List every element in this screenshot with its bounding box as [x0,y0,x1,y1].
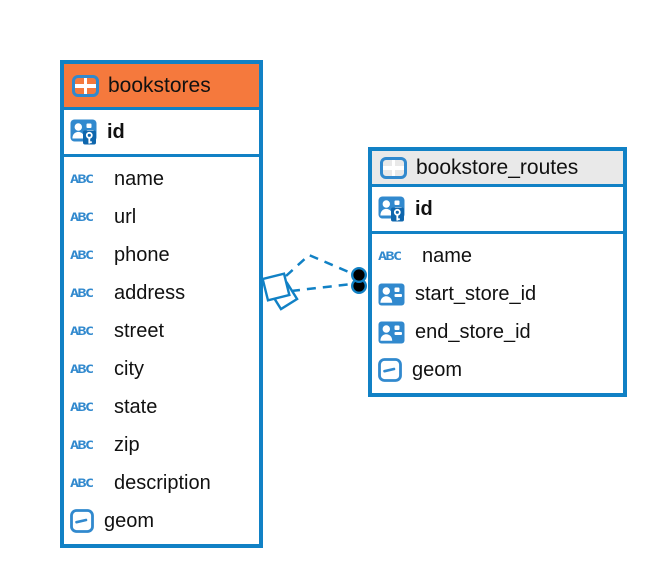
entity-title: bookstore_routes [416,156,579,179]
column-row[interactable]: geom [372,351,623,389]
text-type-icon: ABC [70,323,94,338]
column-row-id[interactable]: id [372,187,623,234]
reference-column-icon [378,321,405,344]
column-row[interactable]: ABC state [64,388,259,426]
column-name: url [114,206,137,228]
column-row[interactable]: start_store_id [372,275,623,313]
column-name: geom [412,359,463,381]
entity-bookstore-routes[interactable]: bookstore_routes id ABC [368,147,627,397]
text-type-icon: ABC [70,399,94,414]
column-row[interactable]: ABC description [64,464,259,502]
text-type-icon: ABC [70,475,94,490]
column-name: end_store_id [415,321,531,343]
column-row[interactable]: ABC city [64,350,259,388]
column-name: geom [104,510,155,532]
column-list: ABC name ABC url ABC phone ABC address A… [64,157,259,544]
column-row[interactable]: ABC name [372,237,623,275]
column-row[interactable]: ABC url [64,198,259,236]
column-row[interactable]: ABC address [64,274,259,312]
relation-start-store-id[interactable] [290,267,368,293]
column-row-id[interactable]: id [64,110,259,157]
column-row[interactable]: ABC zip [64,426,259,464]
table-icon [72,74,99,97]
text-type-icon: ABC [70,437,94,452]
column-name: name [114,168,165,190]
column-row[interactable]: ABC street [64,312,259,350]
text-type-icon: ABC [70,285,94,300]
column-row[interactable]: geom [64,502,259,540]
text-type-icon: ABC [378,248,402,263]
column-name: phone [114,244,170,266]
column-row[interactable]: end_store_id [372,313,623,351]
column-row[interactable]: ABC phone [64,236,259,274]
text-type-icon: ABC [70,361,94,376]
column-name: address [114,282,186,304]
geometry-type-icon [70,509,94,533]
text-type-icon: ABC [70,209,94,224]
column-name: state [114,396,158,418]
column-name: id [107,121,125,143]
geometry-type-icon [378,358,402,382]
entity-header-bookstores[interactable]: bookstores [64,64,259,110]
text-type-icon: ABC [70,171,94,186]
entity-title: bookstores [108,74,211,97]
text-type-icon: ABC [70,247,94,262]
column-name: street [114,320,165,342]
column-row[interactable]: ABC name [64,160,259,198]
relation-target-dot [351,267,368,284]
column-name: id [415,198,433,220]
reference-column-icon [378,283,405,306]
entity-bookstores[interactable]: bookstores id ABC [60,60,263,548]
primary-key-icon [70,119,98,146]
column-name: description [114,472,211,494]
column-name: start_store_id [415,283,537,305]
table-icon [380,156,407,179]
column-name: name [422,245,473,267]
column-name: zip [114,434,140,456]
column-list: ABC name start_store_id [372,234,623,393]
column-name: city [114,358,144,380]
entity-header-bookstore-routes[interactable]: bookstore_routes [372,151,623,187]
primary-key-icon [378,196,406,223]
